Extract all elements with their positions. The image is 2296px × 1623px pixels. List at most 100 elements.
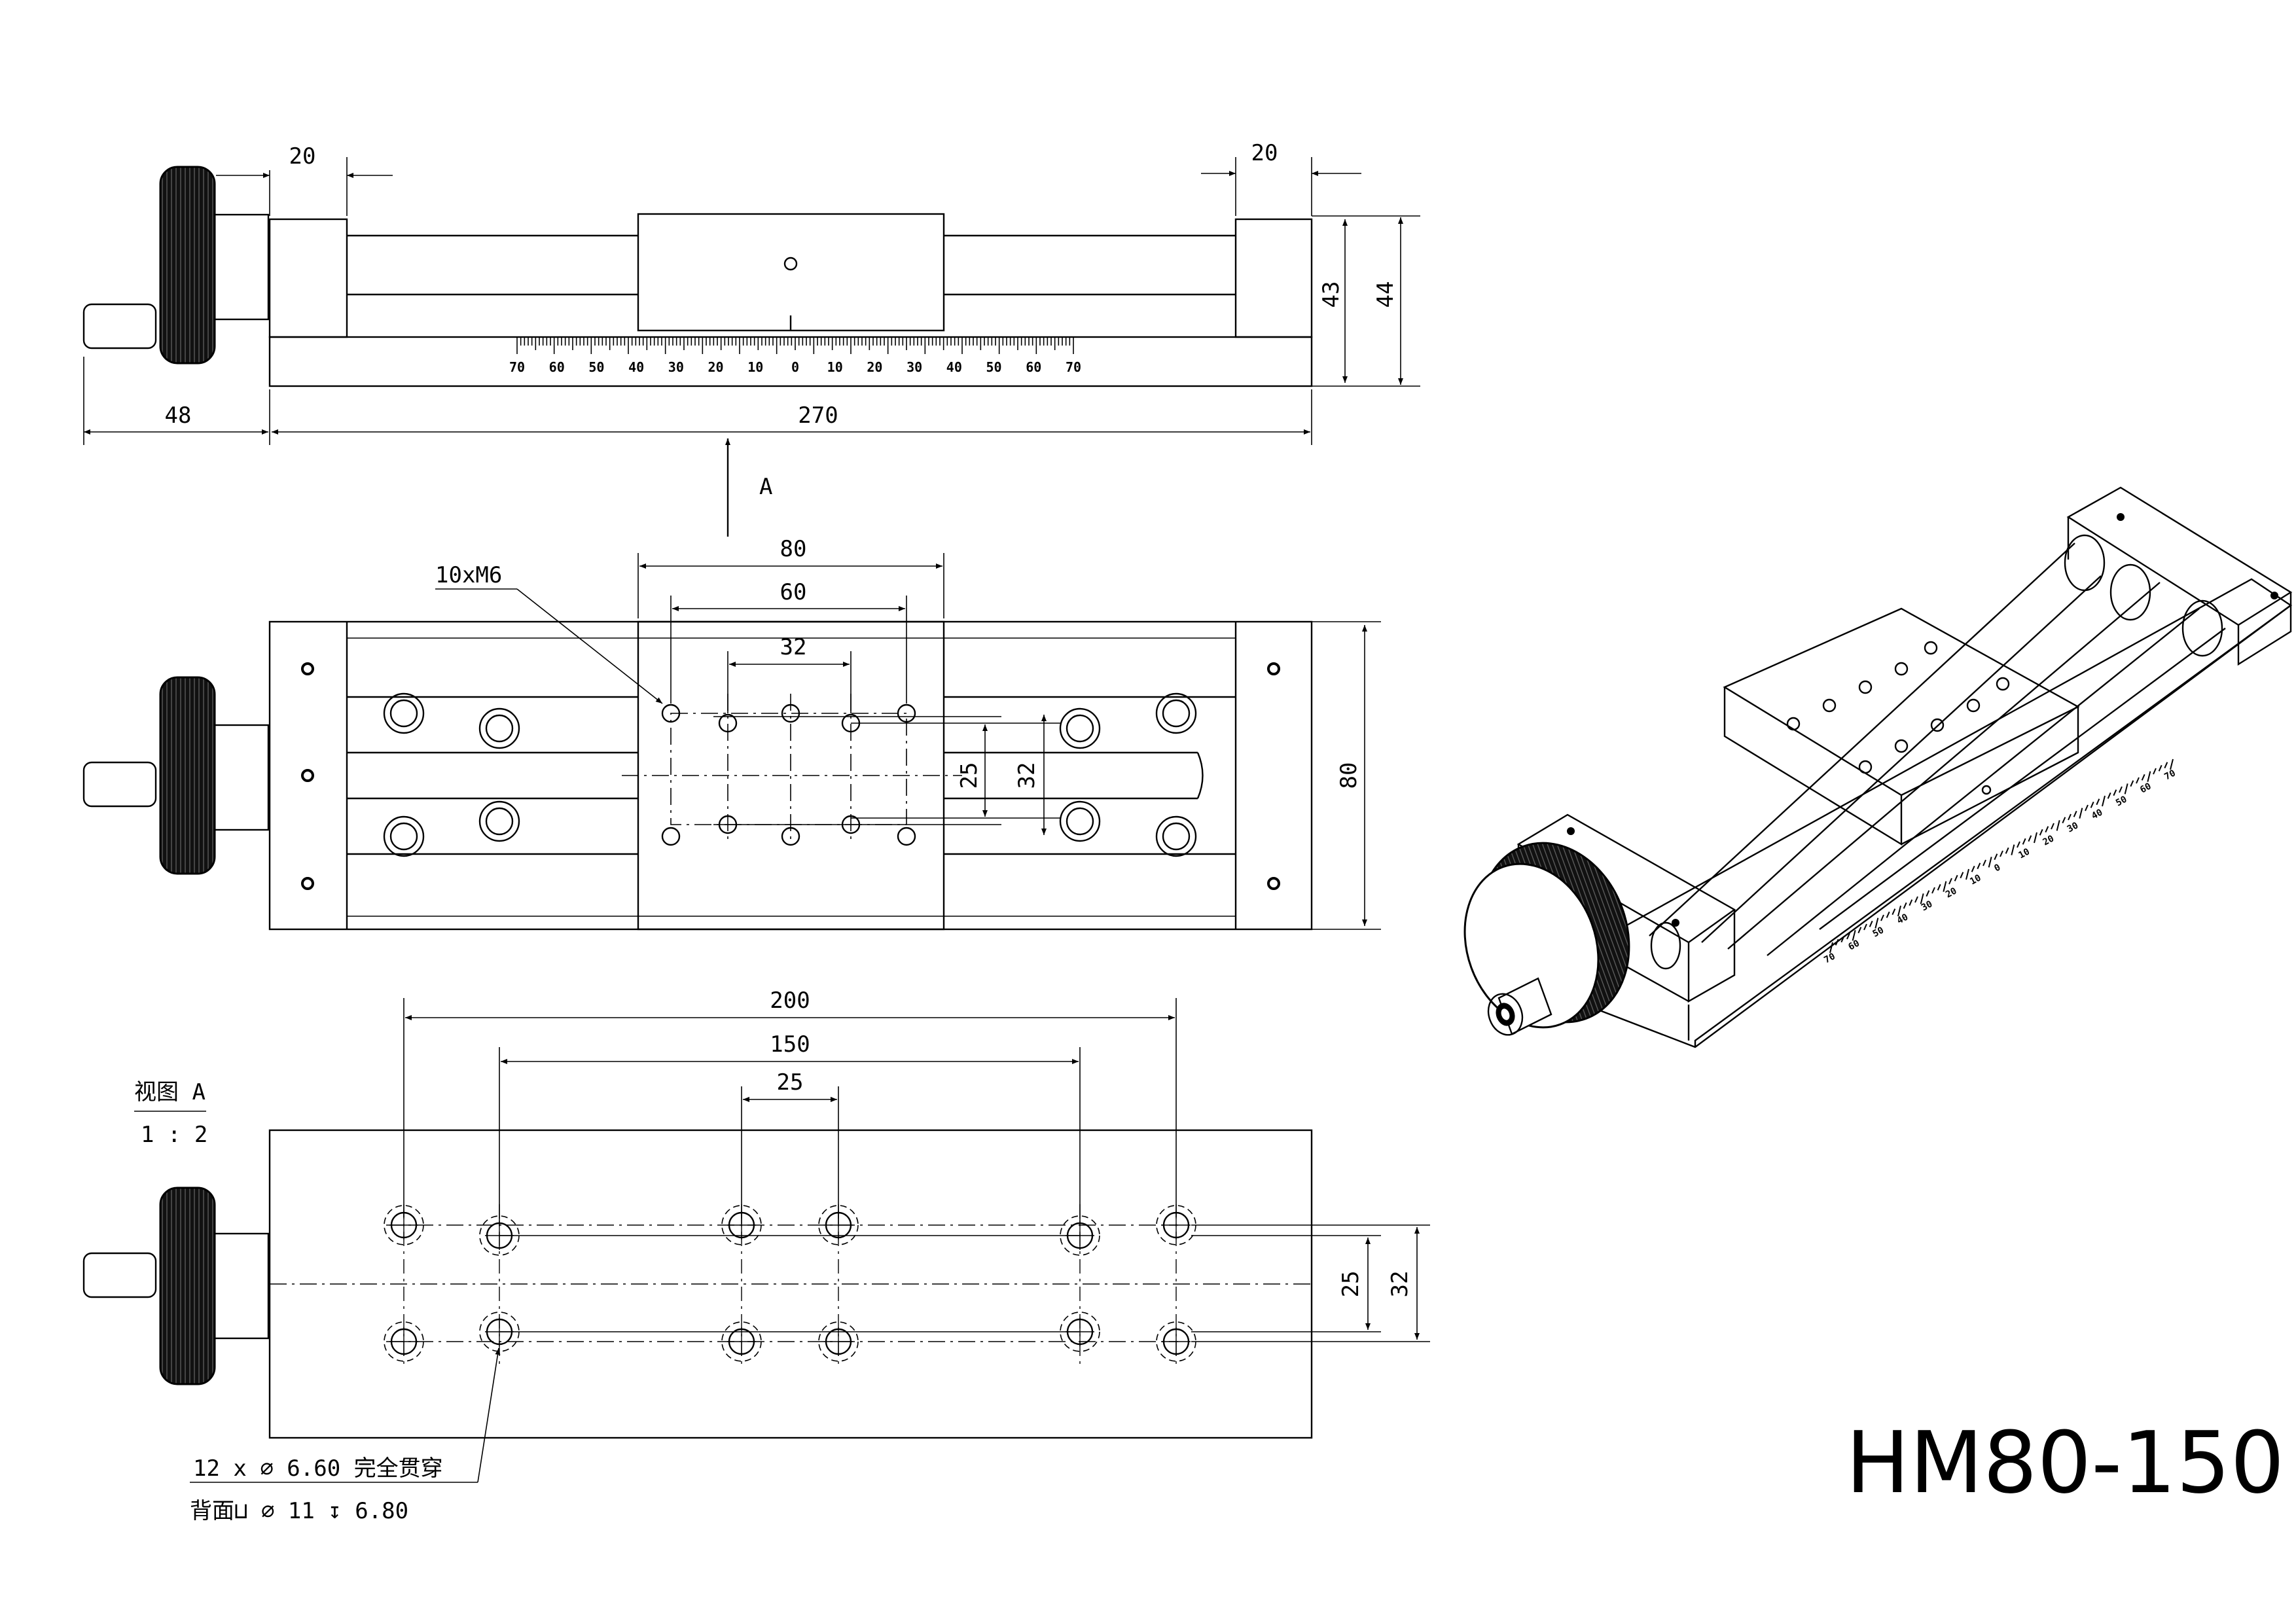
iso-scale-tick — [1909, 899, 1913, 906]
scale-label: 10 — [747, 359, 763, 375]
iso-scale-tick — [2147, 771, 2151, 782]
iso-knob — [1463, 842, 1630, 1036]
counterbore-outline — [1060, 1215, 1100, 1256]
iso-scale-tick — [2062, 817, 2066, 824]
iso-scale-label: 10 — [2017, 846, 2032, 861]
dim-text-32-horizontal: 32 — [780, 634, 807, 660]
counterbore-outline — [384, 1205, 424, 1245]
iso-scale-tick — [2039, 829, 2043, 836]
iso-scale-tick — [2164, 762, 2168, 769]
end-block-holes — [301, 662, 1280, 890]
iso-scale-tick — [2068, 813, 2072, 821]
m6-holes — [661, 704, 916, 846]
counterbore-outline — [479, 1215, 520, 1256]
scale-ticks — [516, 337, 1074, 354]
iso-scale-tick — [2079, 808, 2083, 819]
iso-scale-tick — [1960, 872, 1964, 879]
iso-scale-label: 20 — [1944, 885, 1958, 900]
iso-scale-tick — [1835, 938, 1839, 946]
iso-scale-label: 50 — [1871, 925, 1886, 939]
dim-text-20-left: 20 — [289, 143, 316, 169]
iso-scale-tick — [2034, 832, 2037, 844]
iso-scale-label: 30 — [2066, 820, 2080, 834]
iso-scale-tick — [2158, 764, 2162, 772]
knob-top-view — [82, 166, 270, 365]
dim-text-20-right: 20 — [1251, 140, 1278, 166]
view-arrow-label: A — [759, 474, 772, 500]
iso-scale-tick — [1874, 918, 1879, 929]
model-title: HM80-150 — [1846, 1413, 2284, 1512]
iso-scale-tick — [2096, 798, 2100, 806]
iso-scale-tick — [2017, 841, 2020, 848]
iso-scale-tick — [1903, 902, 1907, 909]
iso-scale-label: 30 — [1920, 899, 1934, 913]
iso-scale-tick — [1840, 936, 1845, 943]
dim-overall: 48 270 — [83, 357, 1312, 445]
dim-text-150: 150 — [770, 1031, 810, 1058]
iso-scale-tick — [1886, 911, 1890, 918]
left-end-block — [268, 218, 348, 338]
iso-scale-label: 70 — [1822, 951, 1837, 965]
iso-scale-tick — [2130, 780, 2134, 787]
counterbore-outline — [384, 1321, 424, 1362]
iso-scale-tick — [1948, 878, 1952, 885]
iso-scale-tick — [2119, 786, 2123, 793]
counterbore-holes — [383, 692, 1197, 857]
iso-scale-tick — [2153, 768, 2157, 775]
scale-label: 60 — [1026, 359, 1041, 375]
iso-scale-tick — [1846, 933, 1850, 940]
dim-text-200: 200 — [770, 988, 810, 1014]
iso-scale-label: 40 — [1895, 912, 1910, 926]
iso-scale-tick — [2051, 823, 2054, 830]
scale-label: 70 — [1066, 359, 1081, 375]
iso-scale-tick — [1852, 930, 1856, 941]
counterbore-outline — [1060, 1311, 1100, 1352]
dim-text-43: 43 — [1318, 281, 1344, 308]
iso-scale-tick — [1931, 887, 1935, 894]
iso-scale-label: 60 — [2138, 781, 2153, 795]
iso-scale-label: 0 — [1992, 862, 2002, 874]
iso-scale-tick — [2124, 783, 2128, 794]
iso-scale-tick — [1914, 896, 1918, 903]
iso-scale-label: 10 — [1968, 872, 1982, 887]
dim-text-270: 270 — [798, 402, 838, 429]
iso-scale-tick — [2073, 810, 2077, 817]
scale-label: 20 — [708, 359, 724, 375]
view-arrow-a: A — [725, 438, 772, 537]
bottom-view: 视图 A 1 : 2 200 150 — [82, 988, 1430, 1524]
dim-middle: 80 60 32 25 32 80 — [637, 536, 1381, 930]
iso-scale-tick — [2107, 792, 2111, 799]
dim-text-25-vertical: 25 — [956, 762, 982, 789]
iso-scale-tick — [1994, 853, 1998, 861]
iso-scale-tick — [1880, 914, 1884, 921]
callout-text-10xm6: 10xM6 — [435, 562, 502, 588]
view-label: 视图 A — [134, 1079, 206, 1105]
middle-view: 80 60 32 25 32 80 1 — [82, 536, 1381, 931]
iso-scale-label: 70 — [2162, 768, 2177, 782]
hole-note-line2: 背面⊔ ∅ 11 ↧ 6.80 — [190, 1498, 408, 1524]
carriage-side — [637, 213, 945, 332]
iso-scale-tick — [2136, 777, 2140, 784]
plan-outline — [268, 620, 1313, 931]
iso-scale-tick — [1920, 893, 1924, 904]
iso-scale-tick — [1977, 863, 1981, 870]
iso-scale-tick — [2022, 838, 2026, 845]
iso-scale-tick — [1869, 920, 1873, 927]
iso-scale-tick — [1943, 881, 1947, 892]
dim-text-80-top: 80 — [780, 536, 807, 562]
dim-right-end: 20 — [1201, 140, 1361, 216]
iso-scale-tick — [1863, 923, 1867, 931]
iso-scale-label: 40 — [2090, 807, 2104, 821]
iso-scale-tick — [1829, 942, 1833, 954]
iso-scale-tick — [2085, 804, 2089, 812]
scale-label: 30 — [906, 359, 922, 375]
iso-scale-tick — [2028, 835, 2032, 842]
scale-label: 70 — [509, 359, 525, 375]
counterbore-outline — [818, 1321, 859, 1362]
right-end-block — [1234, 218, 1313, 338]
iso-scale-tick — [2102, 795, 2106, 807]
